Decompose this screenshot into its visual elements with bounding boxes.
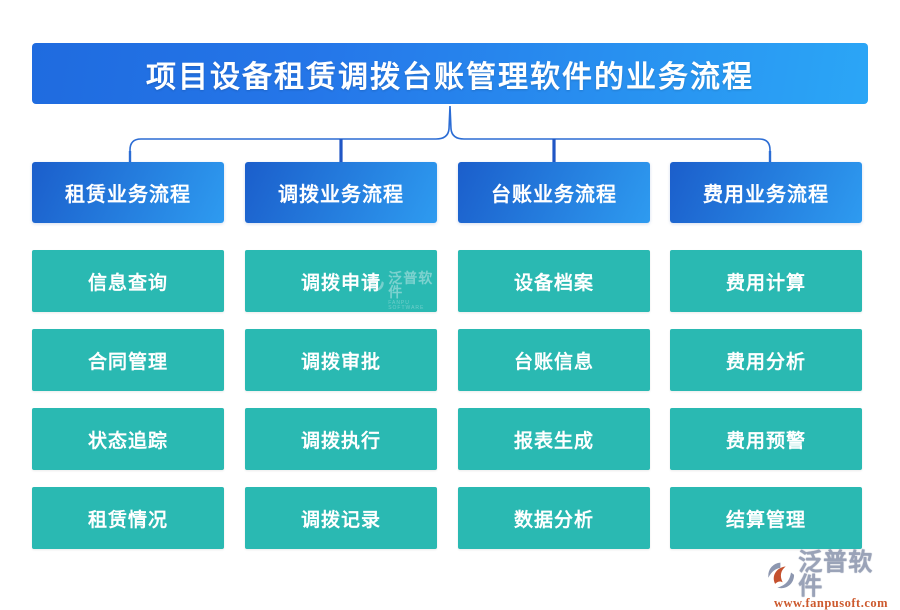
column-rental: 租赁业务流程 信息查询 合同管理 状态追踪 租赁情况 (32, 162, 224, 549)
column-header-ledger: 台账业务流程 (458, 162, 650, 223)
item-label: 费用计算 (725, 272, 806, 294)
item-label: 结算管理 (725, 509, 806, 531)
item-label: 费用分析 (725, 351, 806, 373)
item-label: 调拨申请 (300, 272, 381, 294)
item-label: 费用预警 (725, 430, 806, 452)
item-settlement-management: 结算管理 (670, 487, 862, 549)
column-header-label: 费用业务流程 (703, 184, 829, 206)
item-info-query: 信息查询 (32, 250, 224, 312)
item-label: 台账信息 (513, 351, 594, 373)
logo-url: www.fanpusoft.com (773, 596, 889, 610)
item-label: 设备档案 (513, 272, 594, 294)
item-allocation-execution: 调拨执行 (245, 408, 437, 470)
item-label: 信息查询 (87, 272, 168, 294)
item-status-tracking: 状态追踪 (32, 408, 224, 470)
item-cost-analysis: 费用分析 (670, 329, 862, 391)
bracket-line (129, 105, 771, 163)
item-label: 数据分析 (513, 509, 594, 531)
column-header-label: 台账业务流程 (491, 184, 617, 206)
item-label: 调拨执行 (300, 430, 381, 452)
logo-name: 泛普软件 (798, 549, 874, 600)
column-ledger: 台账业务流程 设备档案 台账信息 报表生成 数据分析 (458, 162, 650, 549)
column-header-cost: 费用业务流程 (670, 162, 862, 223)
item-data-analysis: 数据分析 (458, 487, 650, 549)
item-allocation-request: 调拨申请 (245, 250, 437, 312)
item-equipment-archive: 设备档案 (458, 250, 650, 312)
item-allocation-record: 调拨记录 (245, 487, 437, 549)
item-report-generation: 报表生成 (458, 408, 650, 470)
item-label: 合同管理 (87, 351, 168, 373)
item-cost-warning: 费用预警 (670, 408, 862, 470)
column-cost: 费用业务流程 费用计算 费用分析 费用预警 结算管理 (670, 162, 862, 549)
item-label: 状态追踪 (87, 430, 168, 452)
diagram-title: 项目设备租赁调拨台账管理软件的业务流程 (146, 60, 754, 94)
item-label: 调拨记录 (300, 509, 381, 531)
column-header-label: 租赁业务流程 (65, 184, 191, 206)
item-allocation-approval: 调拨审批 (245, 329, 437, 391)
fanpu-logo-icon (768, 562, 795, 588)
diagram-title-bar: 项目设备租赁调拨台账管理软件的业务流程 (32, 43, 868, 104)
fanpu-logo: 泛普软件 www.fanpusoft.com (766, 551, 896, 610)
column-header-allocation: 调拨业务流程 (245, 162, 437, 223)
column-header-label: 调拨业务流程 (278, 184, 404, 206)
item-ledger-info: 台账信息 (458, 329, 650, 391)
item-label: 调拨审批 (300, 351, 381, 373)
item-contract-management: 合同管理 (32, 329, 224, 391)
item-label: 租赁情况 (87, 509, 168, 531)
item-cost-calculation: 费用计算 (670, 250, 862, 312)
item-rental-situation: 租赁情况 (32, 487, 224, 549)
column-header-rental: 租赁业务流程 (32, 162, 224, 223)
item-label: 报表生成 (513, 430, 594, 452)
column-allocation: 调拨业务流程 调拨申请 调拨审批 调拨执行 调拨记录 (245, 162, 437, 549)
